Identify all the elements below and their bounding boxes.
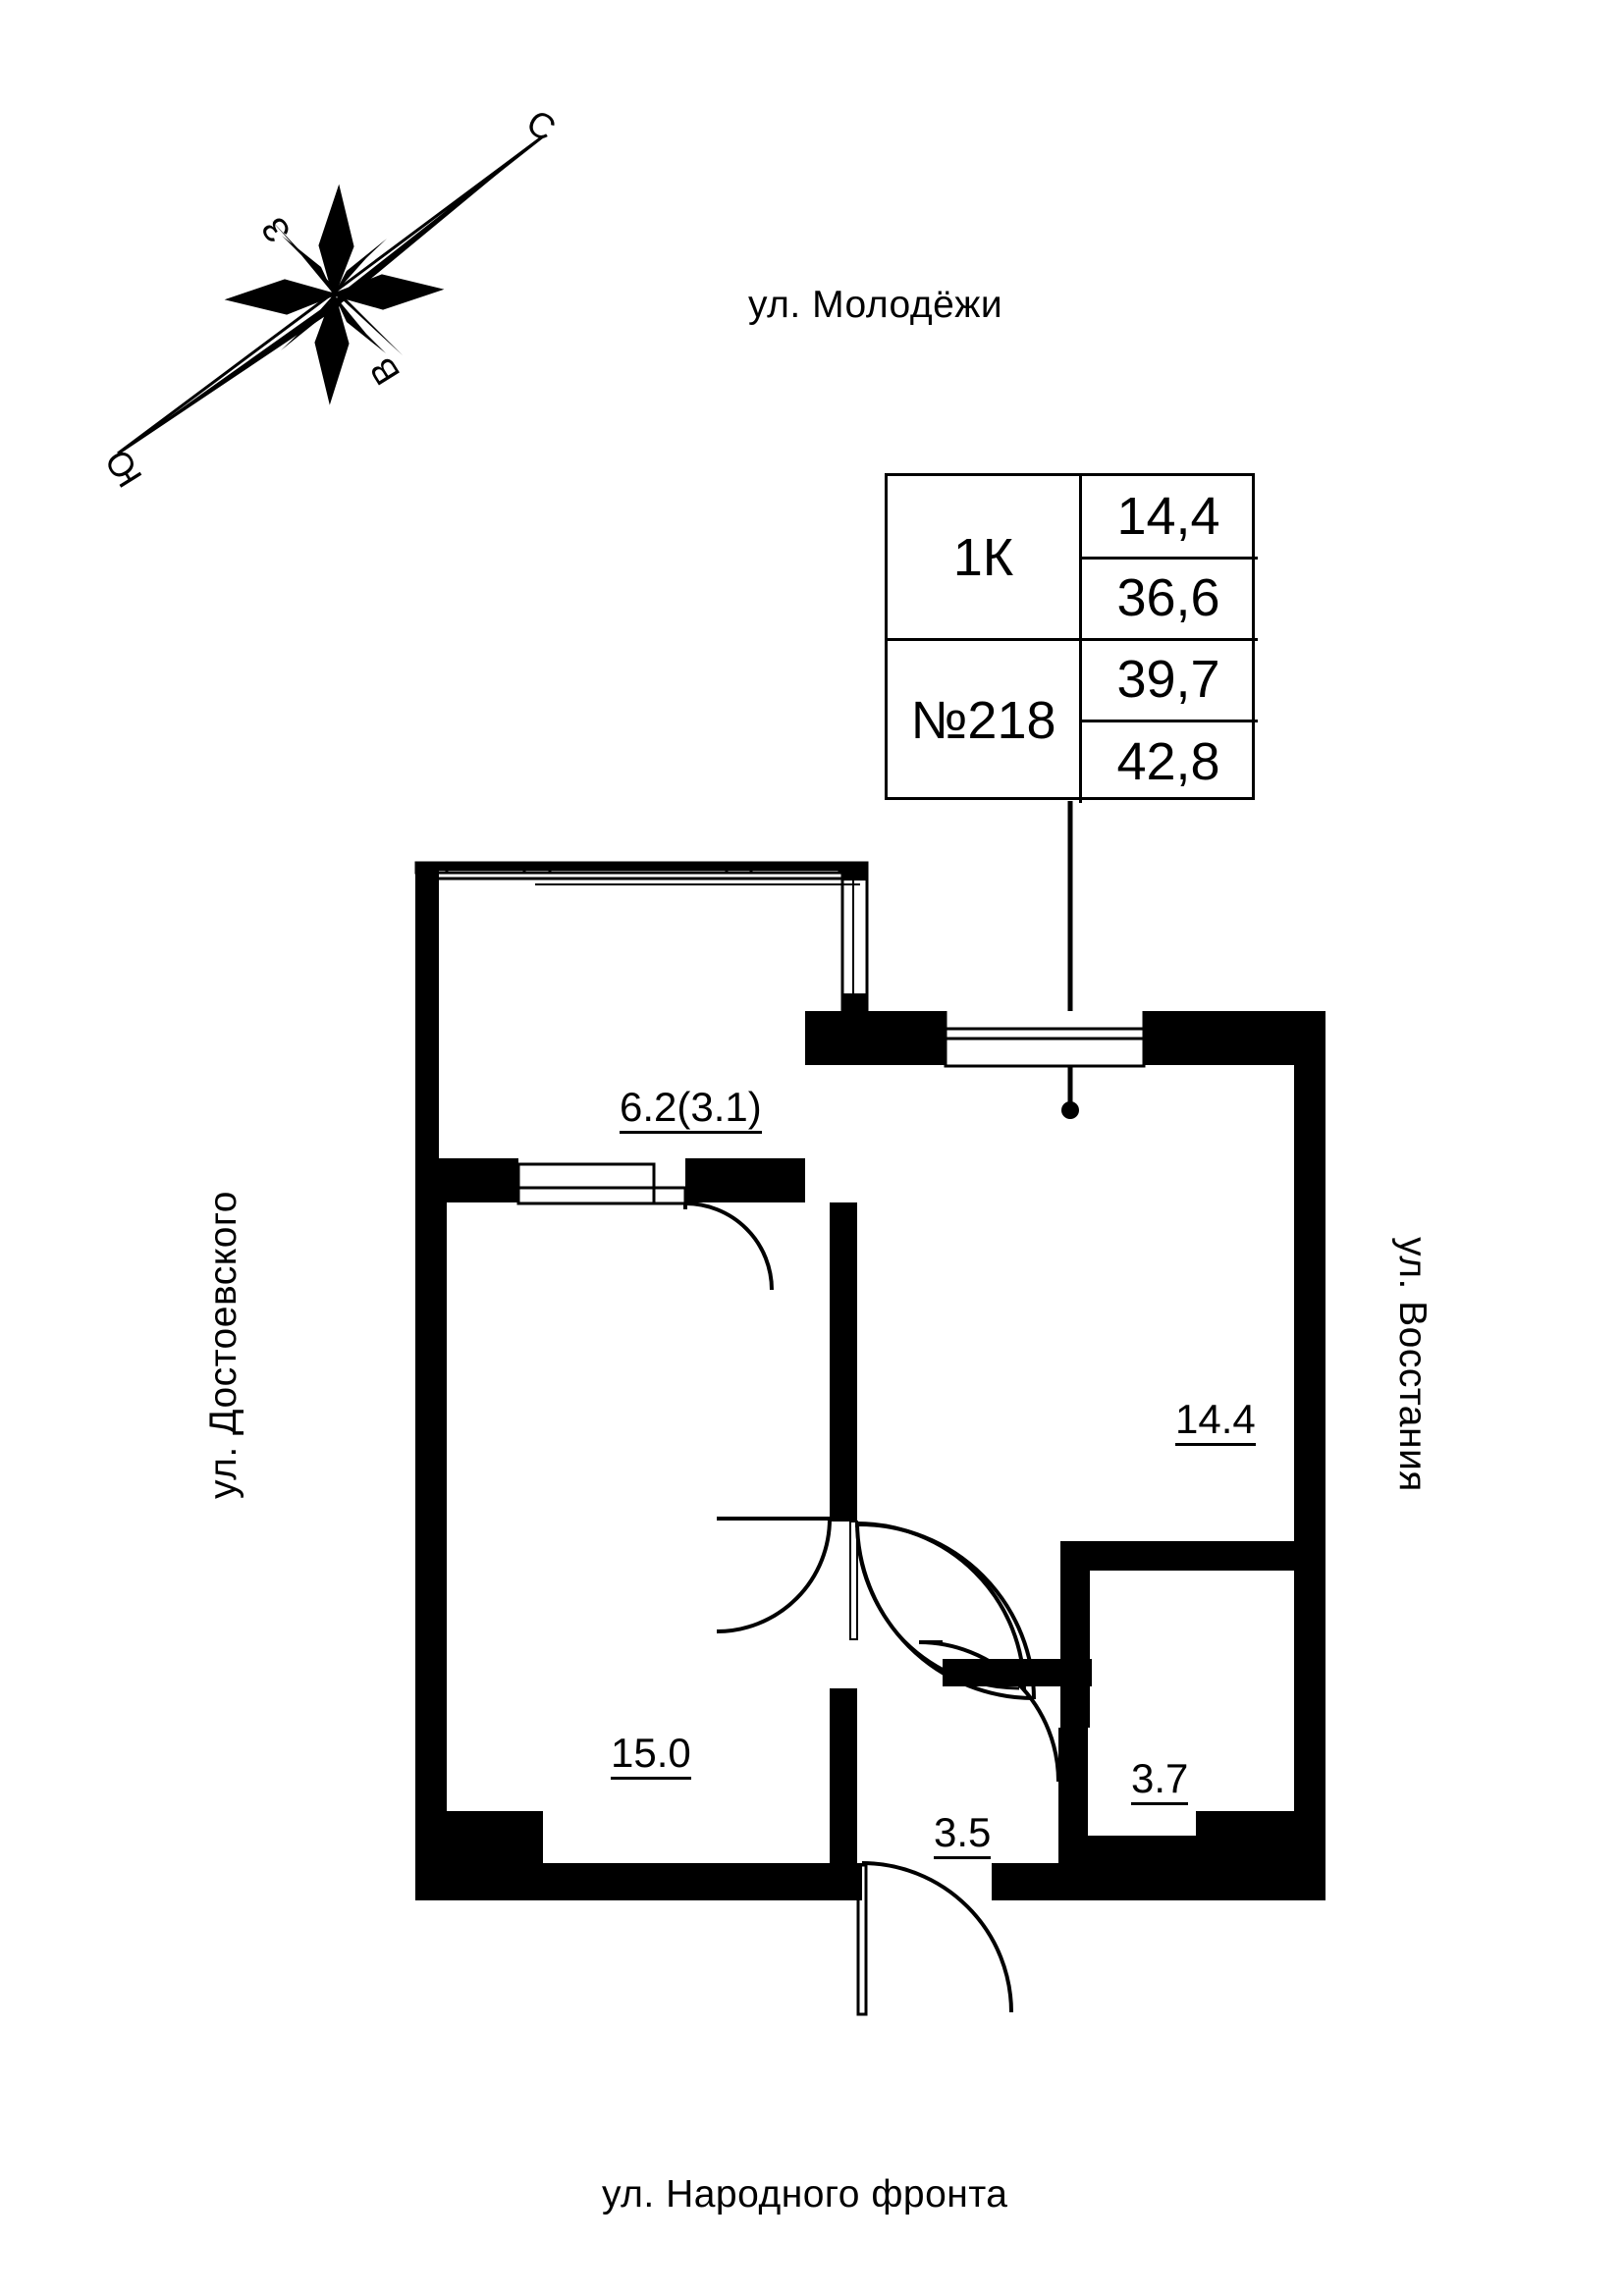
room-area-living-room: 14.4 [1175, 1397, 1256, 1447]
living-area-cell: 14,4 [1116, 487, 1220, 546]
street-label-right: ул. Восстания [1391, 1237, 1434, 1492]
compass-rose-icon [117, 134, 544, 455]
street-label-left: ул. Достоевского [202, 1191, 244, 1499]
interior-door-swings [858, 1522, 1060, 1783]
room-area-balcony: 6.2(3.1) [620, 1085, 762, 1135]
street-label-top: ул. Молодёжи [748, 284, 1003, 326]
area-with-coefficient-cell: 39,7 [1116, 649, 1220, 709]
leader-line [1061, 801, 1079, 1119]
street-label-bottom: ул. Народного фронта [602, 2173, 1008, 2216]
balcony-structure [414, 861, 869, 1158]
room-area-kitchen: 15.0 [611, 1731, 691, 1781]
apartment-type-cell: 1К [952, 527, 1014, 587]
apartment-number-cell: №218 [910, 691, 1056, 750]
room-area-bathroom: 3.7 [1131, 1756, 1189, 1806]
table-divider-horizontal-mid [888, 638, 1258, 641]
apartment-info-table: 1К №218 14,4 36,6 39,7 42,8 [885, 473, 1258, 803]
table-divider-horizontal-lower [1079, 720, 1258, 722]
total-area-cell: 42,8 [1116, 731, 1220, 791]
area-without-balcony-cell: 36,6 [1116, 567, 1220, 627]
exterior-walls [415, 1011, 1325, 1900]
room-area-hall: 3.5 [934, 1810, 992, 1860]
table-divider-horizontal-upper [1079, 557, 1258, 560]
